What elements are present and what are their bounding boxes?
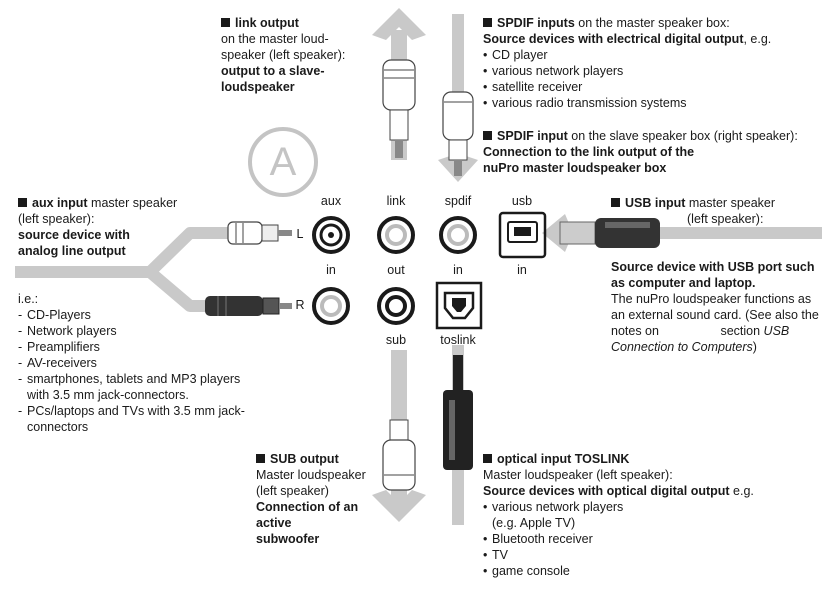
list-item: various network players — [483, 63, 783, 79]
list-item: CD player — [483, 47, 783, 63]
aux-port — [312, 216, 350, 254]
bullet-square-icon — [221, 18, 230, 27]
sub-output-bold3: subwoofer — [256, 532, 320, 546]
list-item: AV-receivers — [18, 355, 258, 371]
link-arrow-head — [372, 8, 426, 40]
aux-port-r — [312, 287, 350, 325]
usb-input-bold: Source device with USB port such as comp… — [611, 260, 815, 290]
rca-plug-link — [382, 59, 416, 158]
list-item: various network players — [483, 499, 823, 515]
usb-input-p2: section — [720, 324, 761, 338]
link-port — [377, 216, 415, 254]
aux-input-bold: source device with — [18, 228, 130, 242]
optical-input-line1: Master loudspeaker (left speaker): — [483, 468, 673, 482]
link-output-title: link output — [235, 16, 299, 30]
spdif-slave-rest: on the slave speaker box (right speaker)… — [567, 129, 798, 143]
spdif-inputs-bold: Source devices with electrical digital o… — [483, 32, 744, 46]
spdif-inputs-note: SPDIF inputs on the master speaker box: … — [483, 15, 783, 111]
list-item: Preamplifiers — [18, 339, 258, 355]
section-badge: A — [248, 127, 318, 197]
aux-input-note: aux input master speaker (left speaker):… — [18, 195, 218, 259]
list-item-continued-text: (e.g. Apple TV) — [492, 516, 576, 530]
aux-input-line2: (left speaker): — [18, 212, 95, 226]
usb-input-note: USB input master speaker (left speaker): — [611, 195, 801, 227]
rca-plug-l — [227, 221, 292, 245]
port-label-l: L — [296, 227, 304, 241]
port-label-sub: sub — [385, 333, 407, 347]
port-label-toslink: toslink — [440, 333, 476, 347]
optical-input-title: optical input TOSLINK — [497, 452, 630, 466]
port-label-in-aux: in — [326, 263, 336, 277]
list-item: smartphones, tablets and MP3 players wit… — [18, 371, 258, 403]
optical-input-bold: Source devices with optical digital outp… — [483, 484, 730, 498]
port-label-aux: aux — [320, 194, 342, 208]
aux-devices-note: i.e.: CD-Players Network players Preampl… — [18, 291, 258, 435]
aux-input-title: aux input — [32, 196, 88, 210]
aux-ie-label: i.e.: — [18, 292, 39, 306]
port-label-out: out — [387, 263, 405, 277]
bullet-square-icon — [483, 454, 492, 463]
link-output-bold: output to a slave- — [221, 64, 325, 78]
list-item: various radio transmission systems — [483, 95, 783, 111]
spdif-port — [439, 216, 477, 254]
rca-plug-spdif — [442, 91, 474, 176]
link-output-bold2: loudspeaker — [221, 80, 295, 94]
list-item: TV — [483, 547, 823, 563]
spdif-inputs-rest: on the master speaker box: — [574, 16, 730, 30]
list-item: game console — [483, 563, 823, 579]
link-output-note: link output on the master loud- speaker … — [221, 15, 371, 95]
list-item: Network players — [18, 323, 258, 339]
sub-output-bold: Connection of an — [256, 500, 359, 514]
sub-output-line1: Master loudspeaker — [256, 468, 366, 482]
sub-output-note: SUB output Master loudspeaker (left spea… — [256, 451, 386, 547]
spdif-inputs-title: SPDIF inputs — [497, 16, 575, 30]
link-output-line1: on the master loud- — [221, 32, 329, 46]
usb-input-line2: (left speaker): — [687, 212, 764, 226]
list-item: CD-Players — [18, 307, 258, 323]
sub-output-title: SUB output — [270, 452, 339, 466]
spdif-slave-note: SPDIF input on the slave speaker box (ri… — [483, 128, 828, 176]
spdif-slave-title: SPDIF input — [497, 129, 568, 143]
rca-plug-sub — [382, 419, 416, 491]
sub-output-bold2: active — [256, 516, 292, 530]
port-label-r: R — [295, 298, 305, 312]
optical-input-tail: e.g. — [729, 484, 754, 498]
port-label-link: link — [386, 194, 406, 208]
optical-input-note: optical input TOSLINK Master loudspeaker… — [483, 451, 823, 579]
usb-input-title: USB input — [625, 196, 686, 210]
toslink-port — [435, 281, 483, 330]
spdif-slave-bold: Connection to the link output of the — [483, 145, 695, 159]
usb-port — [498, 211, 547, 259]
usb-input-p3: USB Connection to Computers — [611, 324, 790, 354]
aux-input-rest: master speaker — [87, 196, 178, 210]
sub-arrow-head — [372, 490, 426, 522]
bullet-square-icon — [483, 131, 492, 140]
bullet-square-icon — [611, 198, 620, 207]
bullet-square-icon — [483, 18, 492, 27]
aux-input-bold2: analog line output — [18, 244, 126, 258]
sub-output-line2: (left speaker) — [256, 484, 329, 498]
usb-input-p4: ) — [752, 340, 757, 354]
sub-port — [377, 287, 415, 325]
port-label-in-usb: in — [517, 263, 527, 277]
spdif-slave-bold2: nuPro master loudspeaker box — [483, 161, 667, 175]
list-item: satellite receiver — [483, 79, 783, 95]
port-label-usb: usb — [511, 194, 533, 208]
usb-input-p1: The nuPro loudspeaker functions as an ex… — [611, 292, 819, 338]
port-label-spdif: spdif — [444, 194, 472, 208]
link-output-line2: speaker (left speaker): — [221, 48, 346, 62]
list-item-continued: (e.g. Apple TV) — [483, 515, 823, 531]
list-item: PCs/laptops and TVs with 3.5 mm jack-con… — [18, 403, 258, 435]
port-label-in-spdif: in — [453, 263, 463, 277]
list-item: Bluetooth receiver — [483, 531, 823, 547]
spdif-inputs-tail: , e.g. — [743, 32, 772, 46]
bullet-square-icon — [18, 198, 27, 207]
usb-input-rest: master speaker — [685, 196, 776, 210]
toslink-plug — [443, 355, 473, 470]
usb-details-note: Source device with USB port such as comp… — [611, 259, 826, 355]
bullet-square-icon — [256, 454, 265, 463]
usb-plug — [559, 218, 660, 248]
